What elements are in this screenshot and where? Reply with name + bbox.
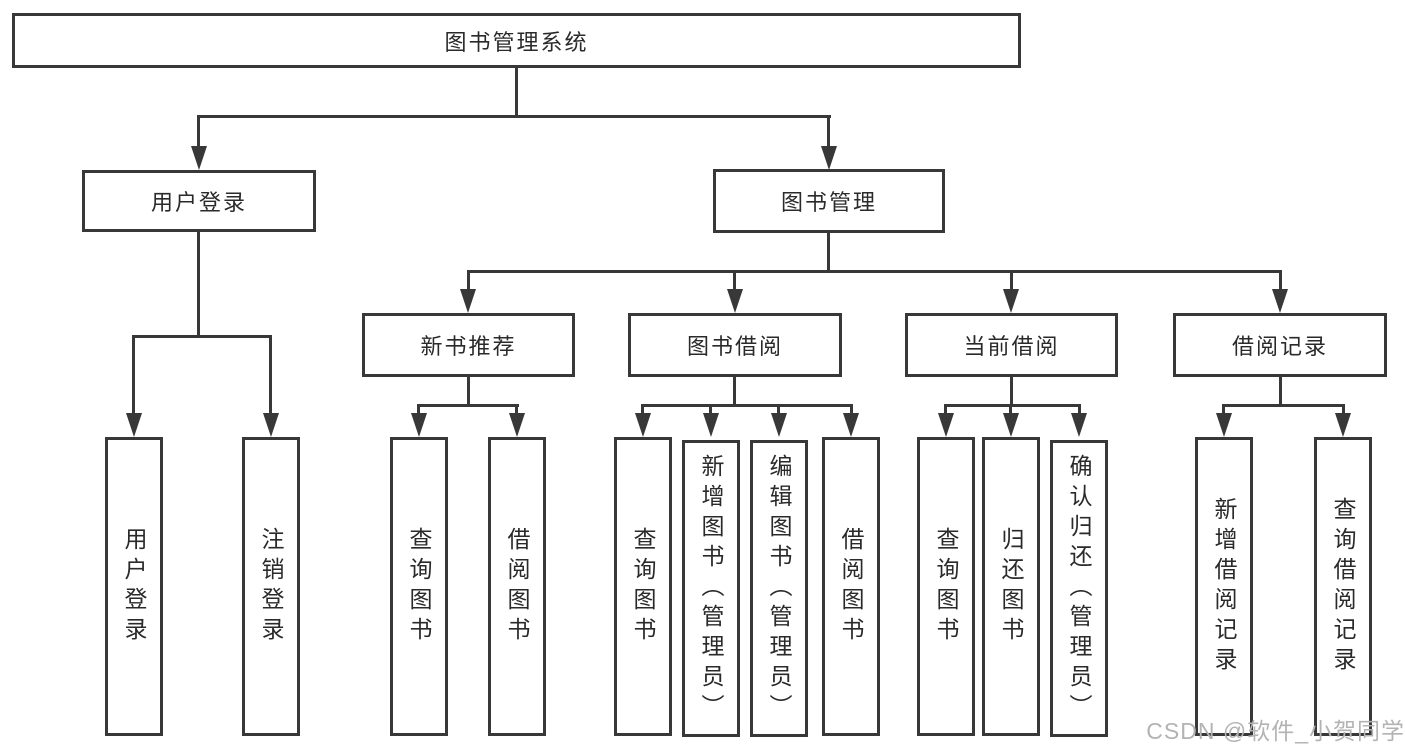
connector-leaf-drop — [1222, 404, 1225, 415]
connector-groupA-bus — [417, 404, 519, 407]
connector-root-stem — [515, 67, 518, 116]
connector-leaf-drop — [850, 404, 853, 415]
leaf-add-borrow-record: 新增借阅记录 — [1195, 437, 1253, 736]
node-book-borrow: 图书借阅 — [628, 313, 842, 377]
arrowhead-icon — [1216, 413, 1232, 437]
arrowhead-icon — [703, 413, 719, 437]
leaf-query-borrow-record: 查询借阅记录 — [1314, 437, 1372, 736]
connector-book-mgmt-drop — [827, 115, 830, 148]
connector-leaf-drop — [641, 404, 644, 415]
connector-leaf-drop — [1078, 404, 1081, 415]
arrowhead-icon — [1003, 289, 1019, 313]
arrowhead-icon — [126, 413, 142, 437]
connector-leaf-drop — [515, 404, 518, 415]
connector-leaf-drop — [709, 404, 712, 415]
leaf-query-books-c: 查询图书 — [917, 437, 975, 736]
leaf-logout: 注销登录 — [242, 437, 300, 736]
leaf-query-books-a: 查询图书 — [390, 437, 448, 736]
connector-leaf-drop — [1342, 404, 1345, 415]
connector-level2-bus — [197, 115, 831, 118]
connector-groupB-bus — [641, 404, 853, 407]
connector-level3-drop — [1279, 270, 1282, 291]
node-root-system: 图书管理系统 — [12, 13, 1021, 68]
connector-user-login-drop — [197, 115, 200, 148]
arrowhead-icon — [843, 413, 859, 437]
node-new-book-recommend: 新书推荐 — [362, 313, 575, 377]
node-user-login-label: 用户登录 — [150, 190, 247, 215]
connector-groupC-stem — [1010, 377, 1013, 406]
leaf-borrow-books-b: 借阅图书 — [822, 437, 880, 736]
connector-leaf-drop — [417, 404, 420, 415]
connector-user-branch-bus — [132, 335, 272, 338]
arrowhead-icon — [821, 146, 837, 170]
node-borrow-record: 借阅记录 — [1173, 313, 1387, 377]
leaf-query-books-b: 查询图书 — [614, 437, 672, 736]
connector-leaf-drop — [777, 404, 780, 415]
connector-groupC-bus — [944, 404, 1081, 407]
connector-level3-drop — [467, 270, 470, 291]
connector-leaf-drop — [269, 335, 272, 415]
connector-user-branch-stem — [197, 232, 200, 337]
connector-level3-drop — [733, 270, 736, 291]
arrowhead-icon — [1272, 289, 1288, 313]
arrowhead-icon — [938, 413, 954, 437]
connector-mgmt-stem — [827, 233, 830, 272]
leaf-return-books: 归还图书 — [982, 437, 1040, 736]
arrowhead-icon — [1071, 413, 1087, 437]
connector-groupA-stem — [467, 377, 470, 406]
arrowhead-icon — [509, 413, 525, 437]
arrowhead-icon — [1335, 413, 1351, 437]
connector-leaf-drop — [132, 335, 135, 415]
connector-groupD-stem — [1279, 377, 1282, 406]
connector-groupD-bus — [1222, 404, 1345, 407]
arrowhead-icon — [460, 289, 476, 313]
arrowhead-icon — [635, 413, 651, 437]
connector-level3-drop — [1010, 270, 1013, 291]
leaf-confirm-return-admin: 确认归还（管理员） — [1050, 440, 1108, 737]
node-root-label: 图书管理系统 — [444, 29, 589, 55]
node-book-management: 图书管理 — [713, 169, 945, 233]
connector-groupB-stem — [733, 377, 736, 406]
connector-leaf-drop — [944, 404, 947, 415]
csdn-watermark: CSDN @软件_小贺同学 — [1146, 718, 1405, 744]
connector-leaf-drop — [1009, 404, 1012, 415]
leaf-edit-book-admin: 编辑图书（管理员） — [750, 440, 808, 737]
node-current-borrow: 当前借阅 — [905, 313, 1118, 377]
leaf-add-book-admin: 新增图书（管理员） — [682, 440, 740, 737]
leaf-user-login: 用户登录 — [105, 437, 163, 736]
arrowhead-icon — [411, 413, 427, 437]
connector-level3-bus — [467, 270, 1282, 273]
arrowhead-icon — [771, 413, 787, 437]
leaf-borrow-books-a: 借阅图书 — [488, 437, 546, 736]
node-book-management-label: 图书管理 — [780, 190, 877, 215]
arrowhead-icon — [191, 146, 207, 170]
node-user-login: 用户登录 — [82, 170, 316, 232]
arrowhead-icon — [1003, 413, 1019, 437]
arrowhead-icon — [263, 413, 279, 437]
arrowhead-icon — [727, 289, 743, 313]
